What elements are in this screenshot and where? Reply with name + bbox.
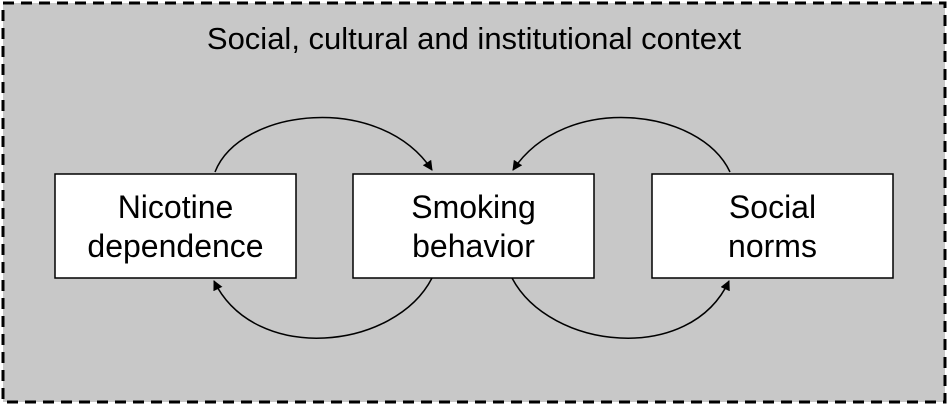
node-box: [54, 173, 297, 279]
node-box: [352, 173, 595, 279]
node-label-line1: Nicotine: [118, 189, 234, 225]
arc-smoking-to-social: [511, 277, 730, 339]
node-label-line1: Smoking: [411, 189, 536, 225]
node-box: [651, 173, 894, 279]
context-title: Social, cultural and institutional conte…: [207, 21, 742, 56]
node-smoking-behavior: Smoking behavior: [352, 173, 595, 279]
node-label-line2: norms: [728, 228, 817, 264]
node-social-norms: Social norms: [651, 173, 894, 279]
arc-nicotine-to-smoking: [214, 116, 433, 173]
node-label-line2: behavior: [412, 228, 535, 264]
node-label-line2: dependence: [87, 228, 263, 264]
arc-smoking-to-nicotine: [213, 277, 433, 339]
arc-social-to-smoking: [512, 116, 731, 173]
node-label-line1: Social: [729, 189, 816, 225]
node-nicotine-dependence: Nicotine dependence: [54, 173, 297, 279]
